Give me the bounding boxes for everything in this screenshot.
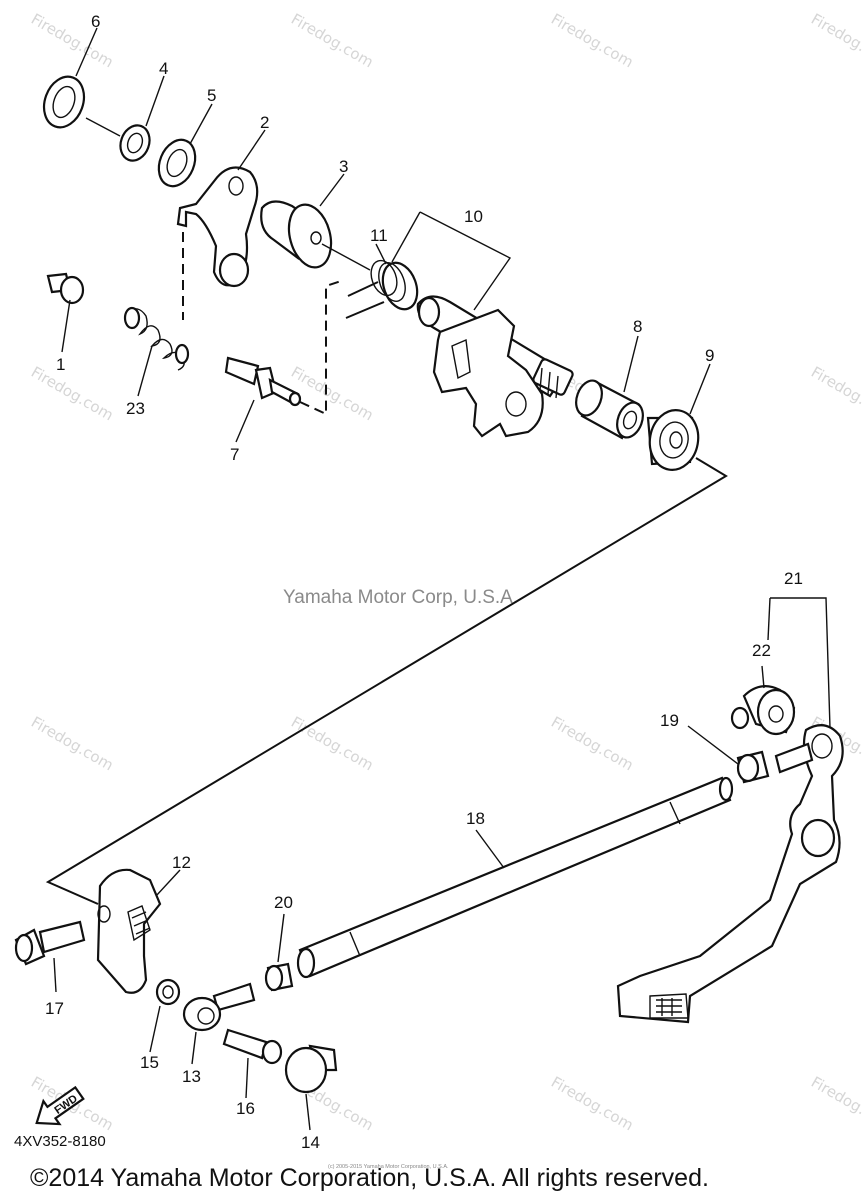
forward-arrow-icon: FWD	[35, 1085, 85, 1126]
callout-18: 18	[466, 809, 485, 828]
part-shift-rod-18	[296, 776, 734, 979]
part-shift-lever-12	[96, 868, 162, 994]
part-oil-seal-9	[646, 409, 700, 471]
callout-20: 20	[274, 893, 293, 912]
part-pin-1	[46, 272, 85, 305]
site-watermark: Firedog.com	[288, 713, 376, 774]
site-watermark: Firedog.com	[808, 363, 862, 424]
part-circlip-4	[119, 124, 151, 162]
callout-11: 11	[370, 226, 388, 245]
brand-watermark: Yamaha Motor Corp, U.S.A.	[283, 587, 518, 608]
callout-22: 22	[752, 641, 771, 660]
callout-14: 14	[301, 1133, 320, 1152]
part-stopper-bolt-7	[224, 356, 302, 407]
guide-line	[299, 279, 345, 416]
part-bolt-16	[222, 1028, 283, 1065]
callout-10: 10	[464, 207, 483, 226]
site-watermark: Firedog.com	[548, 10, 636, 71]
part-bolt-17	[14, 920, 86, 966]
copyright-footer: ©2014 Yamaha Motor Corporation, U.S.A. A…	[30, 1164, 709, 1192]
callout-19: 19	[660, 711, 679, 730]
part-shift-arm-2	[176, 166, 259, 288]
assembly-link-line	[45, 457, 728, 905]
callout-12: 12	[172, 853, 191, 872]
callout-16: 16	[236, 1099, 255, 1118]
part-collar-3	[260, 200, 333, 269]
part-joint-14	[284, 1044, 338, 1094]
part-collar-20	[264, 962, 294, 992]
callout-numbers: 1 2 3 4 5 6 7 8 9 10 11 12 13 14 15 16 1…	[45, 12, 803, 1152]
site-watermark: Firedog.com	[808, 1073, 862, 1134]
site-watermark: Firedog.com	[288, 10, 376, 71]
part-spring-23	[123, 306, 190, 371]
callout-7: 7	[230, 445, 239, 464]
part-nut-15	[155, 978, 181, 1006]
part-nut-19	[736, 750, 770, 784]
part-shift-pedal-21	[616, 724, 844, 1024]
part-joint-13	[182, 982, 256, 1032]
callout-2: 2	[260, 113, 269, 132]
callout-8: 8	[633, 317, 642, 336]
part-shift-shaft-10	[416, 295, 574, 438]
part-washer-5	[157, 138, 197, 188]
site-watermark: Firedog.com	[28, 363, 116, 424]
site-watermark: Firedog.com	[288, 363, 376, 424]
site-watermark: Firedog.com	[28, 10, 116, 71]
site-watermark: Firedog.com	[28, 713, 116, 774]
site-watermark: Firedog.com	[548, 1073, 636, 1134]
callout-13: 13	[182, 1067, 201, 1086]
callout-21: 21	[784, 569, 803, 588]
site-watermark: Firedog.com	[808, 10, 862, 71]
callout-4: 4	[159, 59, 168, 78]
figure-code: 4XV352-8180	[14, 1133, 106, 1150]
callout-9: 9	[705, 346, 714, 365]
callout-5: 5	[207, 86, 216, 105]
part-washer-6	[42, 75, 86, 129]
callout-1: 1	[56, 355, 65, 374]
callout-17: 17	[45, 999, 64, 1018]
callout-6: 6	[91, 12, 100, 31]
part-collar-22	[730, 685, 796, 736]
callout-23: 23	[126, 399, 145, 418]
callout-15: 15	[140, 1053, 159, 1072]
part-spring-11	[345, 259, 419, 319]
small-copyright: (c) 2005-2015 Yamaha Motor Corporation, …	[328, 1164, 449, 1170]
site-watermark: Firedog.com	[548, 713, 636, 774]
callout-3: 3	[339, 157, 348, 176]
leader-lines	[53, 27, 831, 1131]
part-bearing-8	[575, 379, 644, 440]
